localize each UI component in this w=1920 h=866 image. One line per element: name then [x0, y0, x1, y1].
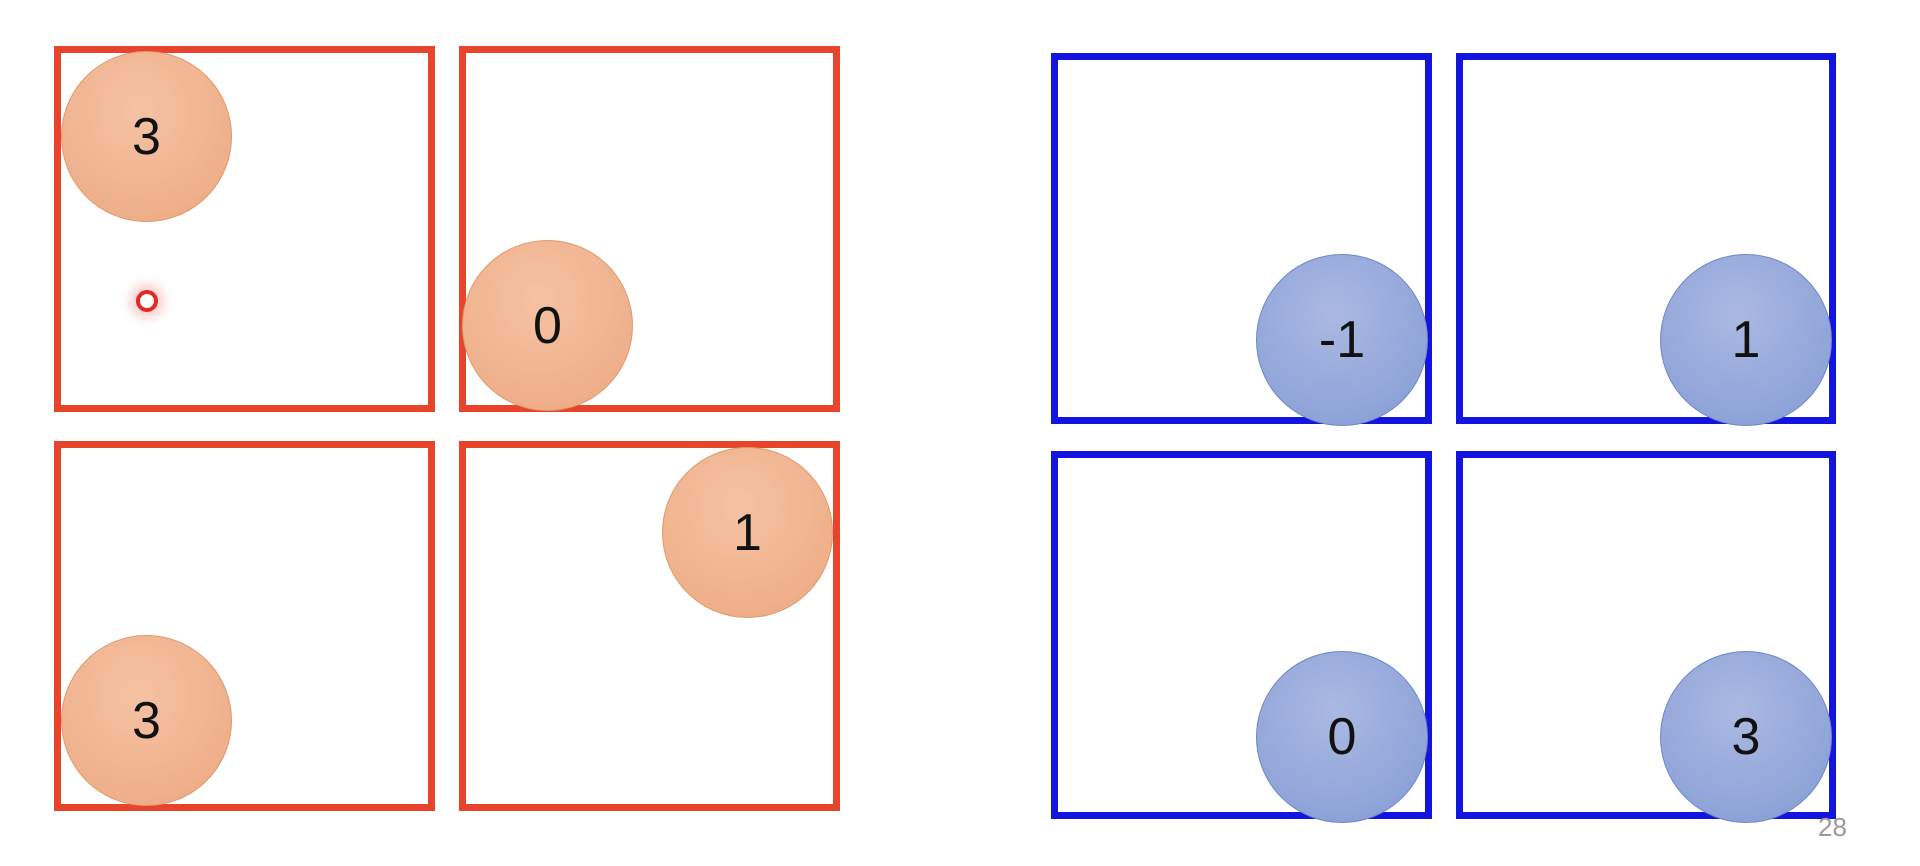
- blue-circle-bottom-left: 0: [1256, 651, 1428, 823]
- page-number: 28: [1818, 812, 1847, 842]
- circle-value: 3: [132, 107, 161, 166]
- blue-circle-top-left: -1: [1256, 254, 1428, 426]
- red-box-bottom-left: [54, 441, 435, 811]
- orange-circle-bottom-left: 3: [61, 635, 232, 806]
- blue-box-top-left: [1051, 53, 1432, 424]
- red-box-top-right: [459, 46, 840, 412]
- red-box-top-left: [54, 46, 435, 412]
- orange-circle-top-left: 3: [61, 51, 232, 222]
- circle-value: 1: [733, 503, 762, 562]
- laser-pointer-icon: [136, 290, 158, 312]
- orange-circle-top-right: 0: [462, 240, 633, 411]
- circle-value: 3: [132, 691, 161, 750]
- circle-value: 0: [533, 296, 562, 355]
- red-box-bottom-right: [459, 441, 840, 811]
- blue-circle-bottom-right: 3: [1660, 651, 1832, 823]
- circle-value: 0: [1327, 708, 1357, 766]
- blue-box-bottom-left: [1051, 451, 1432, 819]
- blue-box-bottom-right: [1456, 451, 1836, 819]
- circle-value: -1: [1318, 311, 1366, 369]
- orange-circle-bottom-right: 1: [662, 447, 833, 618]
- circle-value: 3: [1731, 708, 1761, 766]
- circle-value: 1: [1731, 311, 1761, 369]
- blue-circle-top-right: 1: [1660, 254, 1832, 426]
- blue-box-top-right: [1456, 53, 1836, 424]
